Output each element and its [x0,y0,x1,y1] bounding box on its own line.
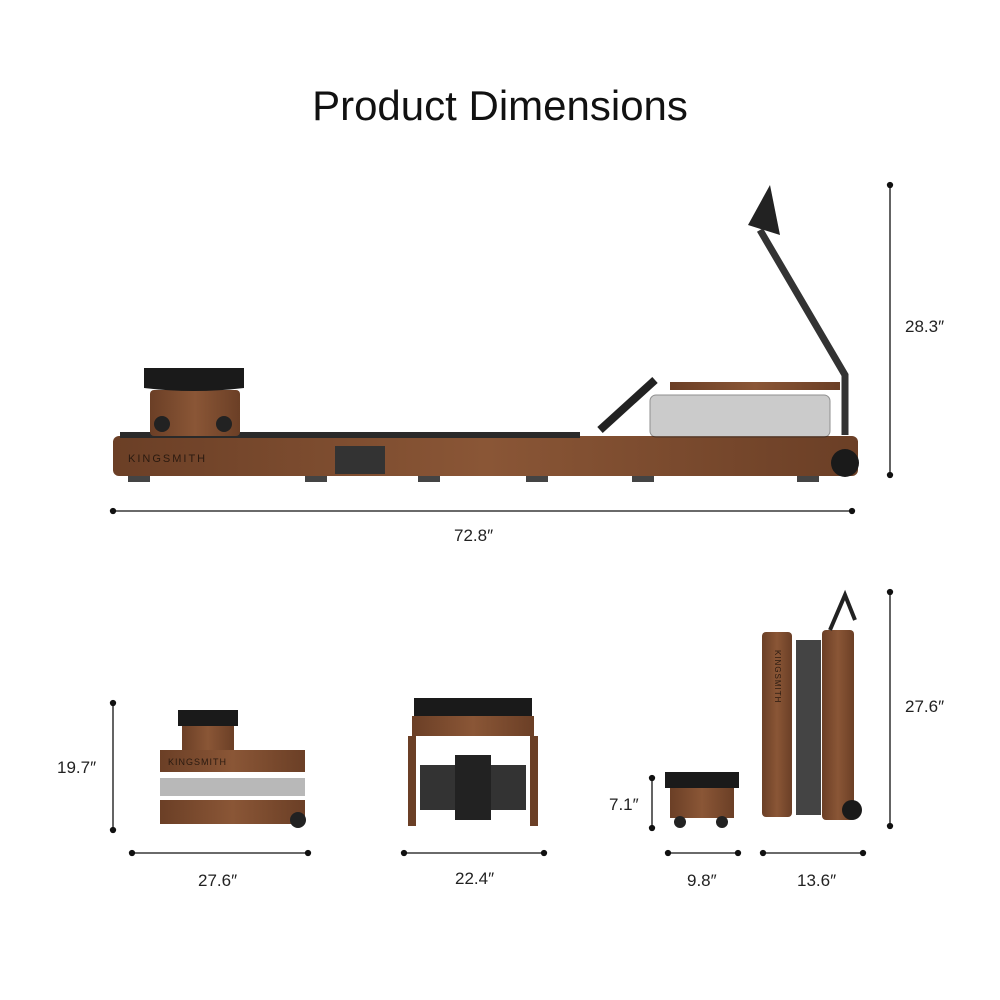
seat-height-label: 7.1″ [609,795,639,814]
main-length-label: 72.8″ [454,526,494,545]
rower-front-view [408,698,538,826]
front-width-label: 22.4″ [455,869,495,888]
rower-upright-view: KINGSMITH [762,589,862,820]
upright-height-label: 27.6″ [905,697,945,716]
dimension-lines [109,181,894,857]
seat-width-label: 9.8″ [687,871,717,890]
main-height-label: 28.3″ [905,317,945,336]
svg-text:KINGSMITH: KINGSMITH [773,650,782,703]
rower-side-view: KINGSMITH [113,185,859,482]
upright-depth-label: 13.6″ [797,871,837,890]
rower-folded-side-view: KINGSMITH [160,710,306,828]
folded-height-label: 19.7″ [57,758,97,777]
seat-view [665,772,739,828]
page-title: Product Dimensions [312,82,688,129]
svg-text:KINGSMITH: KINGSMITH [168,757,227,767]
folded-length-label: 27.6″ [198,871,238,890]
svg-text:KINGSMITH: KINGSMITH [128,453,207,465]
